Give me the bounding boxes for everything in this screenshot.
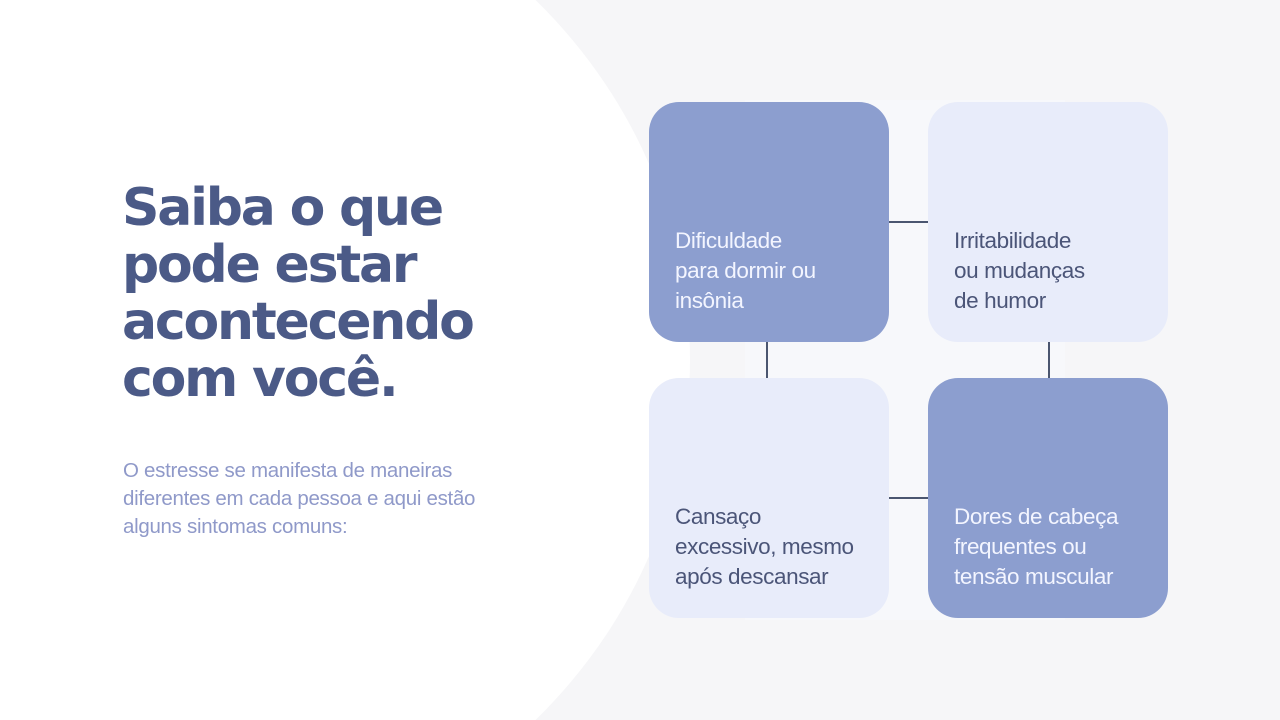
connector-line-right [1048,341,1050,379]
symptom-card-headaches: Dores de cabeça frequentes ou tensão mus… [928,378,1168,618]
background-blob [0,0,690,720]
connector-line-top [888,221,930,223]
connector-line-left [766,341,768,379]
symptom-card-irritability: Irritabilidade ou mudanças de humor [928,102,1168,342]
connector-line-bottom [888,497,930,499]
symptom-label: Dificuldade para dormir ou insônia [675,228,816,313]
symptom-card-insomnia: Dificuldade para dormir ou insônia [649,102,889,342]
symptom-label: Irritabilidade ou mudanças de humor [954,228,1085,313]
subtitle-text: O estresse se manifesta de maneiras dife… [123,459,476,538]
symptom-card-fatigue: Cansaço excessivo, mesmo após descansar [649,378,889,618]
page-title: Saiba o que pode estar acontecendo com v… [122,178,475,409]
symptom-label: Dores de cabeça frequentes ou tensão mus… [954,504,1119,589]
symptom-label: Cansaço excessivo, mesmo após descansar [675,504,854,589]
